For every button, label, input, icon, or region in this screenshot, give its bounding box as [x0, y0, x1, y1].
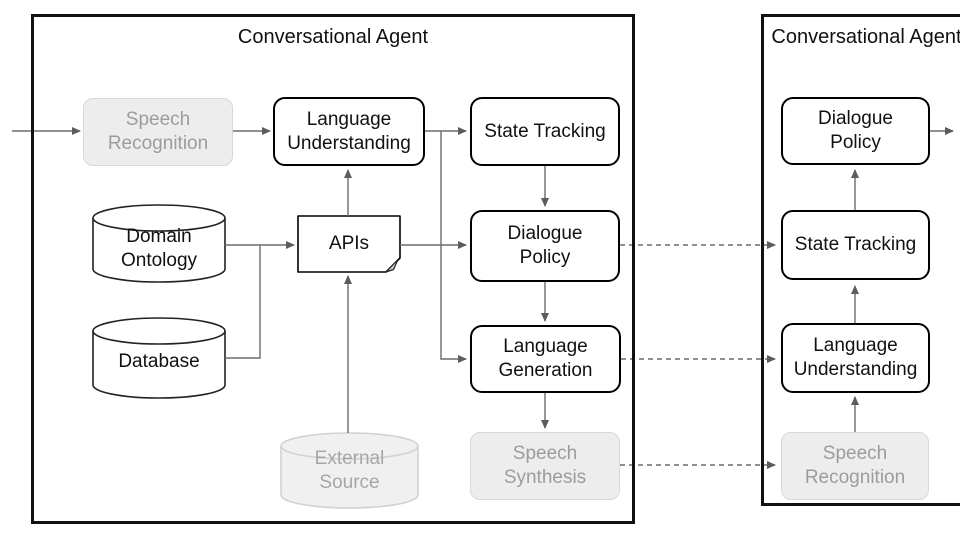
- solid-arrows: [12, 127, 954, 433]
- node-dialogue-policy-right: Dialogue Policy: [781, 97, 930, 165]
- line-database-junction: [225, 245, 261, 359]
- database-cylinder: [92, 317, 226, 399]
- external-source-cylinder: [280, 432, 419, 509]
- node-speech-recognition-left: Speech Recognition: [83, 98, 233, 166]
- node-speech-recognition-right: Speech Recognition: [781, 432, 929, 500]
- domain-ontology-cylinder: [92, 204, 226, 283]
- node-language-understanding-right: Language Understanding: [781, 323, 930, 393]
- dashed-arrows: [620, 241, 776, 469]
- arrow-lu-to-language-generation: [440, 131, 467, 363]
- right-agent-title: Conversational Agent: [771, 26, 960, 48]
- apis-document-shape: [297, 215, 401, 273]
- node-dialogue-policy-left: Dialogue Policy: [470, 210, 620, 282]
- node-language-understanding-left: Language Understanding: [273, 97, 425, 166]
- right-agent-container: Conversational Agent: [761, 14, 960, 506]
- left-agent-container: Conversational Agent: [31, 14, 635, 524]
- node-language-generation-left: Language Generation: [470, 325, 621, 393]
- node-state-tracking-right: State Tracking: [781, 210, 930, 280]
- node-speech-synthesis-left: Speech Synthesis: [470, 432, 620, 500]
- node-state-tracking-left: State Tracking: [470, 97, 620, 166]
- left-agent-title: Conversational Agent: [237, 26, 429, 48]
